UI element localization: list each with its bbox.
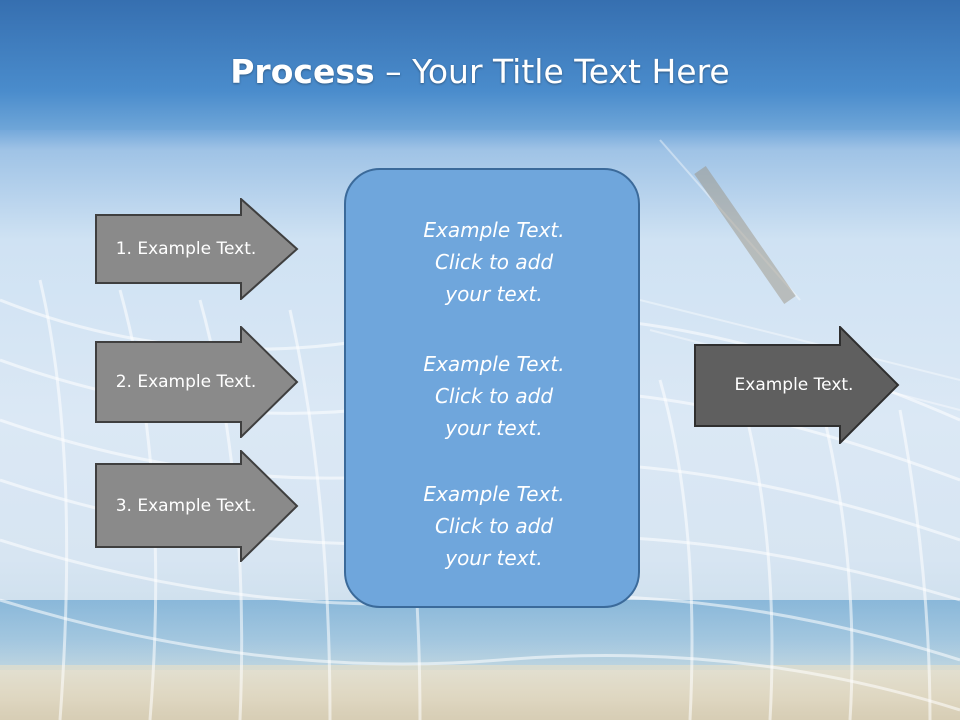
- slide-title[interactable]: Process – Your Title Text Here: [0, 52, 960, 91]
- arrow-step-3-label: 3. Example Text.: [115, 496, 257, 516]
- arrow-step-2[interactable]: 2. Example Text.: [95, 326, 299, 438]
- arrow-shape: [95, 198, 299, 300]
- title-rest-part: – Your Title Text Here: [374, 52, 730, 91]
- arrow-step-3[interactable]: 3. Example Text.: [95, 450, 299, 562]
- sea-background: [0, 600, 960, 670]
- sand-background: [0, 665, 960, 720]
- center-paragraph-3: Example Text. Click to add your text.: [423, 482, 565, 570]
- arrow-step-1[interactable]: 1. Example Text.: [95, 198, 299, 300]
- title-band: [0, 0, 960, 130]
- title-bold-part: Process: [230, 52, 375, 91]
- center-paragraph-1: Example Text. Click to add your text.: [423, 218, 565, 306]
- arrow-shape: [95, 450, 299, 562]
- center-text-box[interactable]: Example Text. Click to add your text. Ex…: [344, 168, 640, 608]
- arrow-result-label: Example Text.: [734, 375, 854, 395]
- arrow-shape: [694, 326, 900, 444]
- arrow-result[interactable]: Example Text.: [694, 326, 900, 444]
- arrow-step-1-label: 1. Example Text.: [115, 239, 257, 259]
- center-paragraph-2: Example Text. Click to add your text.: [423, 352, 565, 440]
- arrow-shape: [95, 326, 299, 438]
- arrow-step-2-label: 2. Example Text.: [115, 372, 257, 392]
